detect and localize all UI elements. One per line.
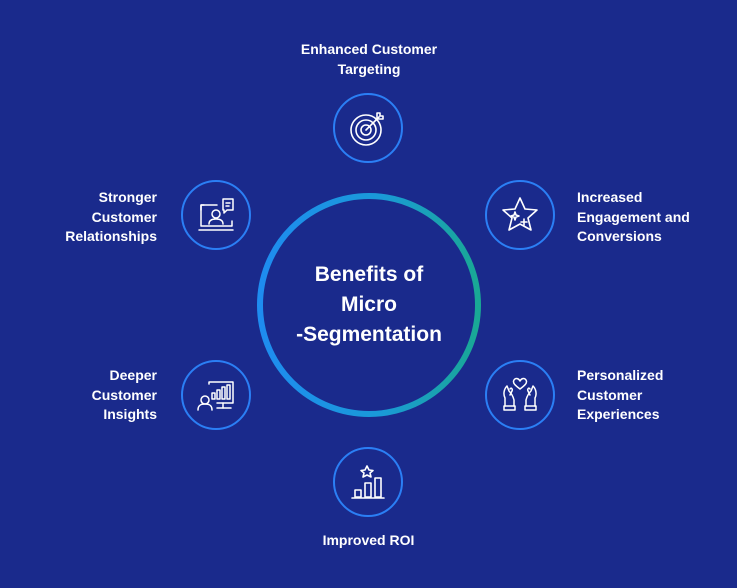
benefit-label-targeting: Enhanced Customer Targeting — [300, 41, 438, 77]
star-sparkle-icon — [502, 197, 538, 231]
center-ring — [257, 193, 481, 417]
benefit-node-personalized — [485, 360, 555, 430]
center-title: Benefits of Micro -Segmentation — [296, 263, 442, 346]
benefit-node-relationships — [181, 180, 251, 250]
benefit-label-personalized: Personalized Customer Experiences — [577, 367, 664, 422]
video-chat-icon — [198, 198, 234, 231]
benefit-node-engagement — [485, 180, 555, 250]
benefit-label-insights: Deeper Customer Insights — [91, 367, 157, 422]
benefit-label-relationships: Stronger Customer Relationships — [65, 189, 157, 244]
benefit-label-roi: Improved ROI — [322, 532, 415, 548]
hands-heart-icon — [503, 377, 537, 411]
benefit-node-targeting — [333, 93, 403, 163]
target-icon — [350, 112, 384, 146]
benefit-label-engagement: Increased Engagement and Conversions — [577, 189, 690, 244]
benefit-node-roi — [333, 447, 403, 517]
benefit-node-insights — [181, 360, 251, 430]
bar-chart-star-icon — [351, 465, 385, 499]
analytics-monitor-icon — [197, 381, 234, 411]
